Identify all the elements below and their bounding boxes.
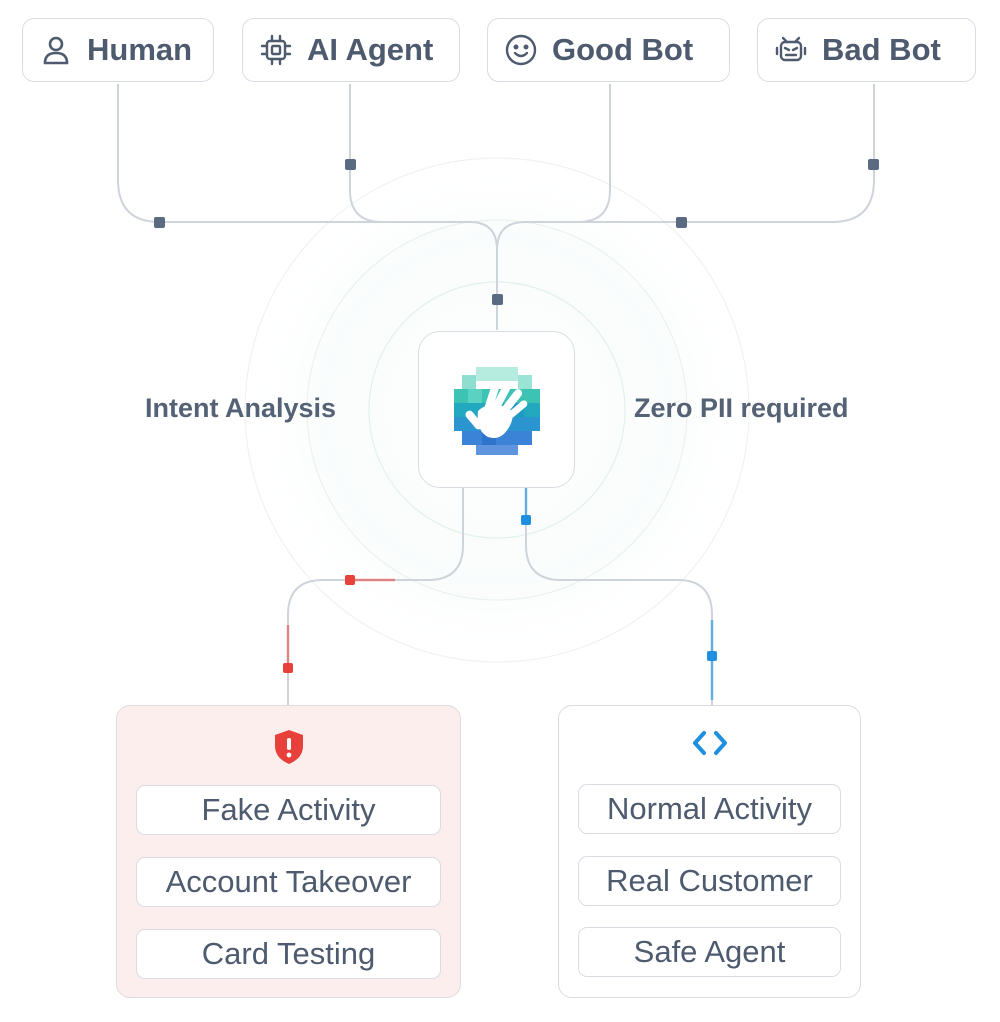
source-label: Human	[87, 32, 193, 67]
outcome-chip: Safe Agent	[578, 927, 841, 977]
analysis-engine	[418, 331, 575, 488]
fraud-outcomes-panel: Fake Activity Account Takeover Card Test…	[116, 705, 461, 998]
source-label: Bad Bot	[822, 32, 941, 67]
hand-logo-icon	[453, 366, 540, 455]
outcome-chip: Card Testing	[136, 929, 441, 979]
fraud-nodes	[283, 575, 355, 673]
zero-pii-label: Zero PII required	[634, 393, 849, 423]
source-label: Good Bot	[552, 32, 694, 67]
source-human: Human	[22, 18, 214, 82]
outcome-chip: Account Takeover	[136, 857, 441, 907]
source-good-bot: Good Bot	[487, 18, 730, 82]
outcome-chip: Fake Activity	[136, 785, 441, 835]
legit-outcomes-panel: Normal Activity Real Customer Safe Agent	[558, 705, 861, 998]
outcome-chip: Normal Activity	[578, 784, 841, 834]
intent-analysis-label: Intent Analysis	[145, 393, 337, 423]
legit-nodes	[521, 515, 717, 661]
outbound-connectors	[286, 488, 714, 705]
source-bad-bot: Bad Bot	[757, 18, 976, 82]
code-brackets-icon	[692, 731, 727, 755]
source-ai-agent: AI Agent	[242, 18, 460, 82]
shield-alert-icon	[274, 730, 303, 764]
chip-icon	[260, 34, 292, 66]
bot-icon	[775, 36, 807, 62]
source-label: AI Agent	[307, 32, 434, 67]
connector-nodes	[154, 159, 879, 305]
user-icon	[43, 36, 69, 65]
smile-icon	[505, 34, 537, 66]
outcome-chip: Real Customer	[578, 856, 841, 906]
